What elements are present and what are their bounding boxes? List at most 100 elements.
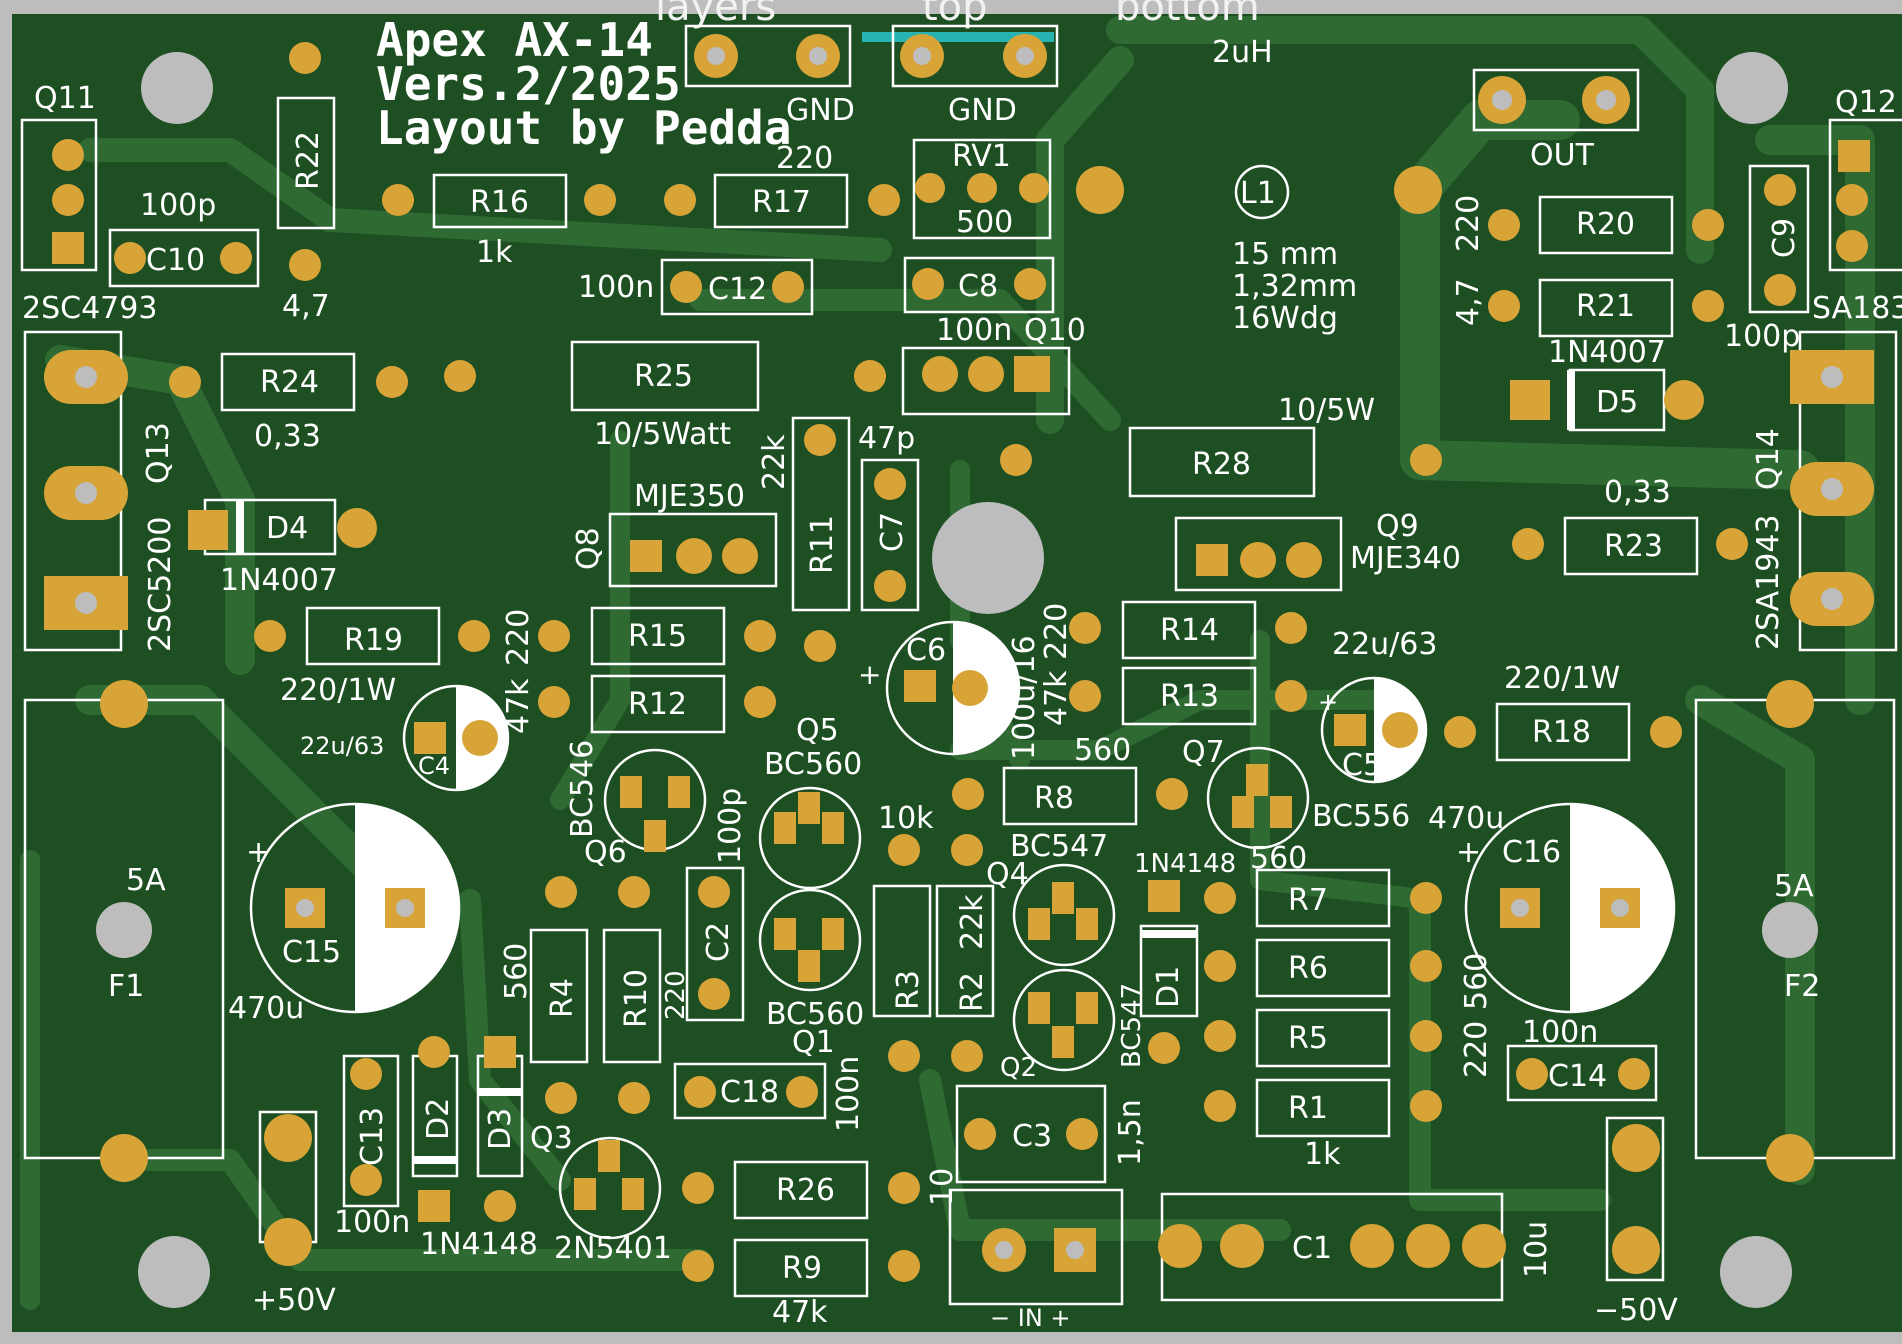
plus50v-label: +50V [252,1283,336,1318]
ref-q1: Q1 [792,1025,835,1060]
ref-q8: Q8 [571,527,606,570]
coil-turns: 16Wdg [1232,301,1338,336]
top-layer-swatch [862,32,1054,42]
ref-c9: C9 [1767,218,1802,258]
q1-part: BC560 [766,997,864,1032]
ref-r19: R19 [344,623,403,658]
input-label: − IN + [990,1304,1071,1332]
ref-c6: C6 [906,633,946,668]
mounting-hole-icon [1720,1236,1792,1308]
mounting-holes [138,52,1792,1308]
mounting-hole-icon [1716,52,1788,124]
c8-value: 100n [936,313,1012,348]
ref-c14: C14 [1548,1059,1607,1094]
r24-value: 0,33 [254,419,321,454]
ref-q2: Q2 [1000,1053,1037,1083]
q3-part: 2N5401 [554,1231,672,1266]
c6-value: 100u/16 [1007,635,1042,760]
ref-q14: Q14 [1751,428,1786,490]
ref-r12: R12 [628,687,687,722]
ref-c4: C4 [418,752,450,780]
ref-r17: R17 [752,185,811,220]
ref-c16: C16 [1502,835,1561,870]
r1-value: 1k [1304,1137,1341,1172]
r15-value: 220 [501,609,536,666]
mounting-hole-icon [141,52,213,124]
f1-value: 5A [126,863,166,898]
c5-plus-mark: + [1318,688,1338,716]
ref-r15: R15 [628,619,687,654]
q12-part: SA1837 [1812,291,1902,326]
title-line-2: Vers.2/2025 [376,57,681,111]
ref-c2: C2 [701,922,736,962]
r4-value: 560 [499,943,534,1000]
ref-c3: C3 [1012,1119,1052,1154]
r13-value: 47k [1039,670,1074,726]
fuse-holes [96,902,1818,958]
ref-d5: D5 [1596,385,1638,420]
r23-value: 0,33 [1604,475,1671,510]
bottom-label: bottom [1115,0,1260,30]
q11-part: 2SC4793 [22,291,157,326]
f2-value: 5A [1774,869,1814,904]
q8-part: MJE350 [634,479,745,514]
r22-value: 4,7 [282,289,330,324]
pads [44,34,1874,1282]
r21-value: 4,7 [1451,278,1486,326]
c16-plus-mark: + [1456,835,1481,870]
ref-c13: C13 [355,1107,390,1166]
ref-q10: Q10 [1024,313,1086,348]
c15-value: 470u [228,991,304,1026]
ref-r6: R6 [1288,951,1328,986]
title-line-1: Apex AX-14 [376,13,653,67]
layer-legend: layers top bottom [655,0,1260,42]
ref-r14: R14 [1160,613,1219,648]
pad-drills [75,47,1843,1259]
r16-value: 1k [476,235,513,270]
ref-r18: R18 [1532,715,1591,750]
q9-part: MJE340 [1350,541,1461,576]
fuse-hole-icon [96,902,152,958]
ref-l1: L1 [1240,176,1276,211]
ref-q6: Q6 [584,835,627,870]
ref-c18: C18 [720,1075,779,1110]
r11-value: 22k [757,434,792,490]
ref-r25: R25 [634,359,693,394]
ref-q4: Q4 [986,857,1029,892]
q14-part: 2SA1943 [1751,514,1786,650]
ref-r4: R4 [545,978,580,1018]
silkscreen-text: Q11 Q12 GND GND 2uH OUT L1 15 mm 1,32mm … [22,35,1902,1332]
ref-r5: R5 [1288,1021,1328,1056]
ref-r13: R13 [1160,679,1219,714]
r26-value: 10 [925,1168,960,1206]
r12-value: 47k [501,678,536,734]
ref-r21: R21 [1576,289,1635,324]
coil-wire: 1,32mm [1232,269,1357,304]
ref-c8: C8 [958,269,998,304]
c3-value: 1,5n [1113,1099,1148,1166]
c10-value: 100p [140,188,216,223]
r3-value: 10k [878,801,934,836]
q13-part: 2SC5200 [143,517,178,652]
r19-value: 220/1W [280,673,396,708]
ref-r8: R8 [1034,781,1074,816]
q7-part: BC556 [1312,799,1410,834]
c1-value: 10u [1519,1221,1554,1278]
ref-q9: Q9 [1376,509,1419,544]
c7-value: 47p [858,421,915,456]
r18-value: 220/1W [1504,661,1620,696]
out-label: OUT [1530,138,1595,173]
ref-q5: Q5 [796,713,839,748]
ref-r9: R9 [782,1251,822,1286]
ref-r22: R22 [291,131,326,190]
minus50v-label: −50V [1594,1293,1678,1328]
mounting-hole-icon [138,1236,210,1308]
c2-value: 100p [713,788,748,864]
ref-q12: Q12 [1835,85,1897,120]
c16-value: 470u [1428,801,1504,836]
ref-c1: C1 [1292,1231,1332,1266]
ref-d2: D2 [421,1098,456,1140]
d2-d3-part: 1N4148 [420,1227,538,1262]
ref-r1: R1 [1288,1091,1328,1126]
r9-value: 47k [772,1295,828,1330]
